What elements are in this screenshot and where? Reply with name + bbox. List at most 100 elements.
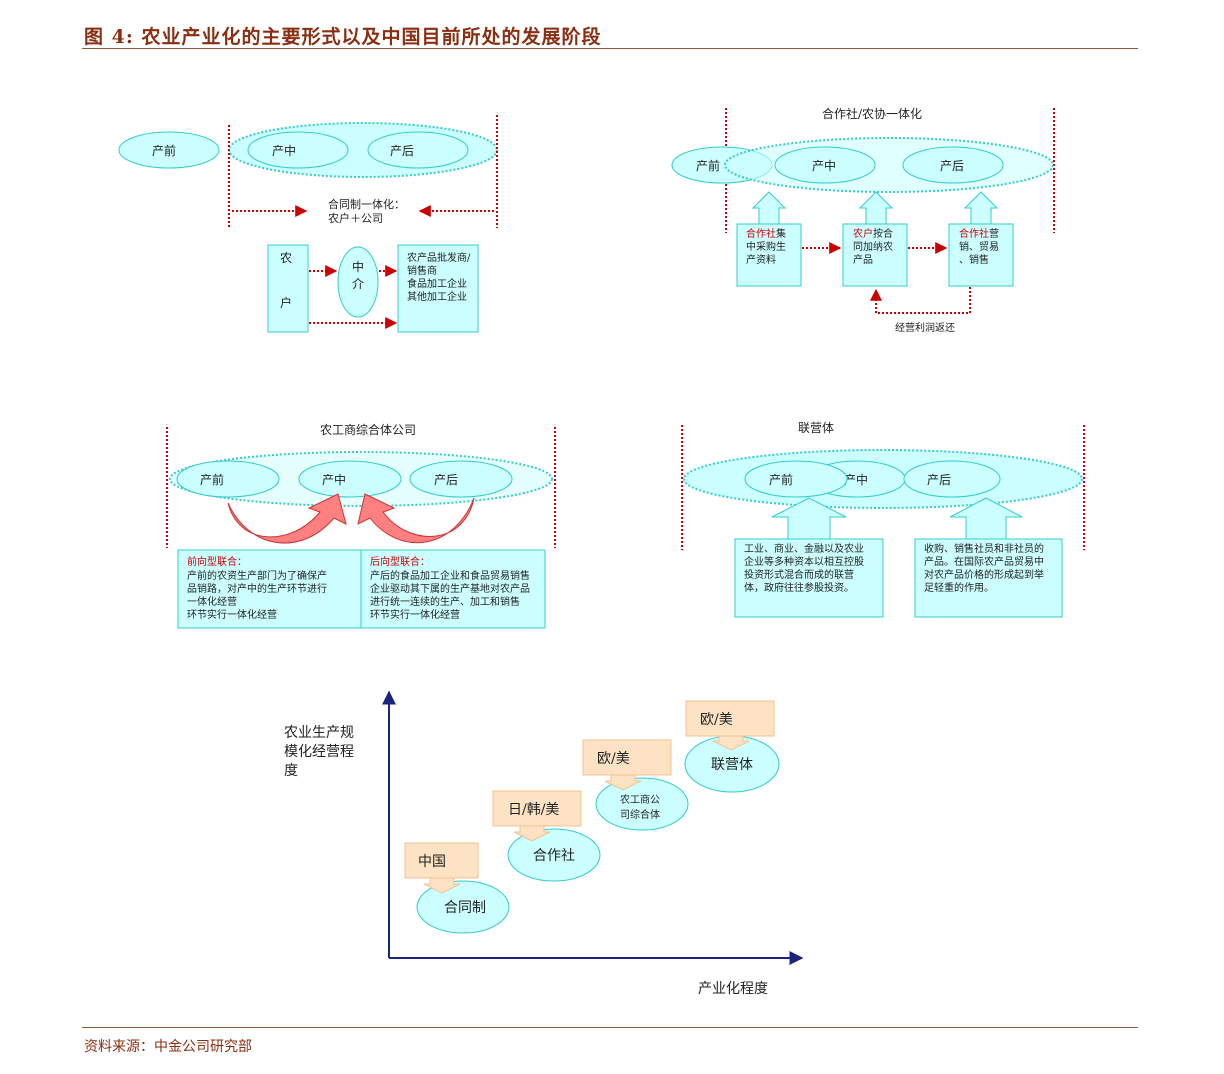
joint-right-line-4: 足轻重的作用。 <box>924 581 994 594</box>
stage-down-arrow-4 <box>712 735 750 751</box>
backward-line-4: 环节实行一体化经营 <box>370 608 460 621</box>
forward-title: 前向型联合： <box>187 555 247 568</box>
buyer-line-3: 食品加工企业 <box>407 277 467 290</box>
joint-right-box <box>914 538 1063 618</box>
buyer-line-1: 农产品批发商/ <box>407 251 471 264</box>
coop-post-oval <box>902 146 1004 184</box>
coop-return-arrow <box>870 287 971 314</box>
joint-mid-label: 产中 <box>844 472 868 487</box>
stage-form-oval-3 <box>595 777 689 831</box>
joint-right-line-1: 收购、销售社员和非社员的 <box>924 542 1044 555</box>
coop-box3-line1: 合作社营 <box>959 227 999 240</box>
joint-left-line-3: 投资形式混合而成的联营 <box>744 568 854 581</box>
farmer-box <box>267 244 309 333</box>
coop-box-2 <box>842 223 908 287</box>
complex-post-label: 产后 <box>434 473 458 487</box>
forward-line-4: 环节实行一体化经营 <box>187 608 277 621</box>
backward-line-1: 产后的食品加工企业和食品贸易销售 <box>370 569 530 582</box>
stage-country-4: 欧/美 <box>700 712 733 728</box>
stage-country-box-4 <box>685 700 775 737</box>
backward-box <box>360 549 546 629</box>
coop-box3-line3: 、销售 <box>959 253 989 266</box>
coop-box1-red: 合作社 <box>746 227 776 240</box>
coop-box3-red: 合作社 <box>959 227 989 240</box>
coop-mid-label: 产中 <box>812 158 836 173</box>
coop-return-label: 经营利润返还 <box>895 321 955 334</box>
coop-box-1 <box>736 223 802 287</box>
stage-country-3: 欧/美 <box>597 751 630 767</box>
joint-pre-oval <box>744 460 848 498</box>
agent-char-1: 中 <box>352 259 364 274</box>
backward-line-2: 企业驱动其下属的生产基地对农产品 <box>370 582 530 595</box>
forward-line-2: 品销路，对产中的生产环节进行 <box>187 582 327 595</box>
panel-stages: 农业生产规 模化经营程 度 产业化程度 合同制 中国 合作社 日/韩/美 农工商… <box>284 690 804 997</box>
coop-up-arrow-1 <box>751 191 787 225</box>
stage-country-2: 日/韩/美 <box>508 802 559 818</box>
coop-box1-line1: 合作社集 <box>746 227 786 240</box>
stage-form-3b: 司综合体 <box>620 808 660 821</box>
stage-form-3a: 农工商公 <box>620 793 660 806</box>
agent-oval <box>337 246 379 318</box>
buyers-box <box>397 244 479 333</box>
stage-pre-label: 产前 <box>152 143 176 158</box>
coop-box2-line2: 同加纳农 <box>853 240 893 253</box>
coop-box1-line3: 产资料 <box>746 253 776 266</box>
coop-box-3 <box>948 223 1014 287</box>
complex-pre-label: 产前 <box>200 472 224 487</box>
backward-curved-arrow <box>357 493 475 544</box>
coop-mid-oval <box>774 146 876 184</box>
buyer-line-2: 销售商 <box>407 264 437 277</box>
panel-complex: 农工商综合体公司 产前 产中 产后 前向型联合： 产前的农资生产部门为了确保产 … <box>166 422 556 629</box>
backward-line-3: 进行统一连续的生产、加工和销售 <box>370 595 520 608</box>
stage-pre-oval <box>118 131 220 169</box>
joint-post-oval <box>903 460 1001 498</box>
stage-form-1: 合同制 <box>444 900 486 916</box>
y-axis-label-2: 模化经营程 <box>284 744 354 760</box>
complex-mid-oval <box>298 460 402 498</box>
joint-post-label: 产后 <box>927 473 951 487</box>
joint-up-arrow-left <box>771 497 847 540</box>
joint-left-box <box>734 538 884 618</box>
panel-joint: 联营体 产中 产前 产后 工业、商业、金融以及农业 企业等多种资本以相互控股 投… <box>681 421 1085 618</box>
coop-group-oval <box>724 137 1054 193</box>
coop-box2-line1: 农户按合 <box>853 227 893 240</box>
bottom-divider <box>82 1027 1138 1028</box>
stage-form-4: 联营体 <box>711 757 753 773</box>
joint-left-line-1: 工业、商业、金融以及农业 <box>744 542 864 555</box>
stage-down-arrow-3 <box>604 774 642 791</box>
x-axis-label: 产业化程度 <box>698 981 768 997</box>
joint-up-arrow-right <box>949 497 1023 540</box>
stage-form-oval-2 <box>507 828 601 882</box>
y-axis-label-3: 度 <box>284 763 298 779</box>
panel-coop: 合作社/农协一体化 产前 产中 产后 合作社集 中采购生 产资料 农户按合 同加… <box>671 106 1055 334</box>
coop-box1-rest: 集 <box>776 227 786 240</box>
joint-left-line-4: 体，政府往往参股投资。 <box>744 581 854 594</box>
coop-title: 合作社/农协一体化 <box>822 106 922 121</box>
forward-box <box>177 549 369 629</box>
coop-post-label: 产后 <box>940 159 964 173</box>
backward-title: 后向型联合： <box>370 555 430 568</box>
farmer-char-1: 农 <box>280 251 292 265</box>
stage-country-1: 中国 <box>418 854 446 870</box>
stage-post-label: 产后 <box>390 144 414 158</box>
coop-box2-rest: 按合 <box>873 227 893 240</box>
joint-left-line-2: 企业等多种资本以相互控股 <box>744 555 864 568</box>
stage-country-box-2 <box>492 790 582 827</box>
coop-up-arrow-2 <box>858 191 894 225</box>
agent-char-2: 介 <box>352 277 364 291</box>
stage-form-oval-1 <box>416 880 510 934</box>
coop-box2-red: 农户 <box>853 227 873 240</box>
complex-pre-oval <box>176 460 280 498</box>
coop-box3-line2: 销、贸易 <box>959 240 999 253</box>
buyer-line-4: 其他加工企业 <box>407 290 467 303</box>
panel-contract: 产前 产中 产后 合同制一体化： 农户＋公司 农 户 中 介 农产品批发商/ 销… <box>118 115 498 333</box>
joint-right-line-2: 产品。在国际农产品贸易中 <box>924 555 1044 568</box>
coop-up-arrow-3 <box>963 191 999 225</box>
stage-down-arrow-1 <box>423 877 461 894</box>
complex-mid-label: 产中 <box>322 472 346 487</box>
complex-post-oval <box>409 460 513 498</box>
source-note: 资料来源：中金公司研究部 <box>84 1039 252 1055</box>
stage-country-box-1 <box>404 842 479 879</box>
farmer-char-2: 户 <box>280 295 292 310</box>
